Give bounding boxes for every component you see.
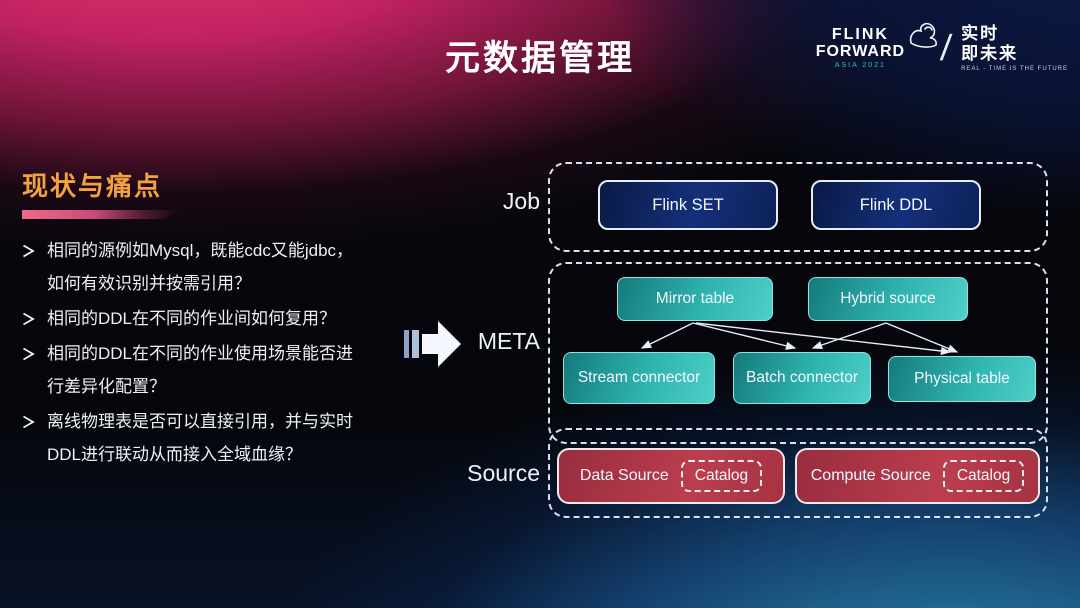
logo-cn-line1: 实时 xyxy=(961,24,1000,43)
node-hybrid-source: Hybrid source xyxy=(808,277,968,321)
bullet-text: 相同的DDL在不同的作业间如何复用？ xyxy=(47,308,337,328)
logo-cn-line2: 即未来 xyxy=(961,43,1019,63)
bullet-text: 相同的DDL在不同的作业使用场景能否进行差异化配置？ xyxy=(47,343,354,396)
node-flink-ddl: Flink DDL xyxy=(811,180,981,230)
compute-source-label: Compute Source xyxy=(810,467,931,484)
data-source-label: Data Source xyxy=(579,467,669,484)
logo-forward-text: FORWARD xyxy=(815,42,906,60)
flink-forward-logo: FLINK FORWARD ASIA 2021 / 实时 即未来 REAL - … xyxy=(815,22,1068,72)
bullet-text: 相同的源例如Mysql，既能cdc又能jdbc，如何有效识别并按需引用？ xyxy=(47,241,354,293)
row-label-source: Source xyxy=(467,460,540,486)
logo-slogan: 实时 即未来 REAL - TIME IS THE FUTURE xyxy=(961,24,1068,72)
slash-divider: / xyxy=(938,27,954,69)
list-item: 离线物理表是否可以直接引用，并与实时DDL进行联动从而接入全域血缘？ xyxy=(22,406,402,472)
node-physical-table: Physical table xyxy=(888,356,1036,402)
arrow-bullet-icon xyxy=(22,347,35,366)
forward-arrow-icon xyxy=(404,317,462,376)
logo-tagline: REAL - TIME IS THE FUTURE xyxy=(961,66,1068,73)
pain-points-panel: 现状与痛点 相同的源例如Mysql，既能cdc又能jdbc，如何有效识别并按需引… xyxy=(22,166,402,474)
logo-badge: ASIA 2021 xyxy=(834,62,886,70)
list-item: 相同的源例如Mysql，既能cdc又能jdbc，如何有效识别并按需引用？ xyxy=(22,235,402,301)
page-title: 元数据管理 xyxy=(444,39,635,78)
logo-wordmark: FLINK FORWARD ASIA 2021 xyxy=(815,22,938,70)
logo-flink-text: FLINK xyxy=(831,25,889,43)
node-data-source: Data Source Catalog xyxy=(557,448,785,504)
arrow-bullet-icon xyxy=(22,312,35,331)
list-item: 相同的DDL在不同的作业使用场景能否进行差异化配置？ xyxy=(22,338,402,404)
node-catalog-data: Catalog xyxy=(680,460,763,492)
row-label-meta: META xyxy=(477,328,540,354)
list-item: 相同的DDL在不同的作业间如何复用？ xyxy=(22,303,402,336)
node-compute-source: Compute Source Catalog xyxy=(795,448,1040,504)
meta-container xyxy=(548,262,1048,444)
node-batch-connector: Batch connector xyxy=(733,352,871,404)
pain-points-list: 相同的源例如Mysql，既能cdc又能jdbc，如何有效识别并按需引用？ 相同的… xyxy=(22,235,402,472)
arrow-bullet-icon xyxy=(22,415,35,434)
row-label-job: Job xyxy=(502,188,540,214)
squirrel-icon xyxy=(905,19,939,54)
job-container xyxy=(548,162,1048,252)
heading-underline-bar xyxy=(22,210,180,219)
arrow-bullet-icon xyxy=(22,244,35,263)
pain-points-heading: 现状与痛点 xyxy=(22,171,163,201)
node-stream-connector: Stream connector xyxy=(563,352,715,404)
source-container xyxy=(548,428,1048,518)
bullet-text: 离线物理表是否可以直接引用，并与实时DDL进行联动从而接入全域血缘？ xyxy=(47,411,353,464)
node-flink-set: Flink SET xyxy=(598,180,778,230)
node-mirror-table: Mirror table xyxy=(617,277,773,321)
node-catalog-compute: Catalog xyxy=(942,460,1025,492)
